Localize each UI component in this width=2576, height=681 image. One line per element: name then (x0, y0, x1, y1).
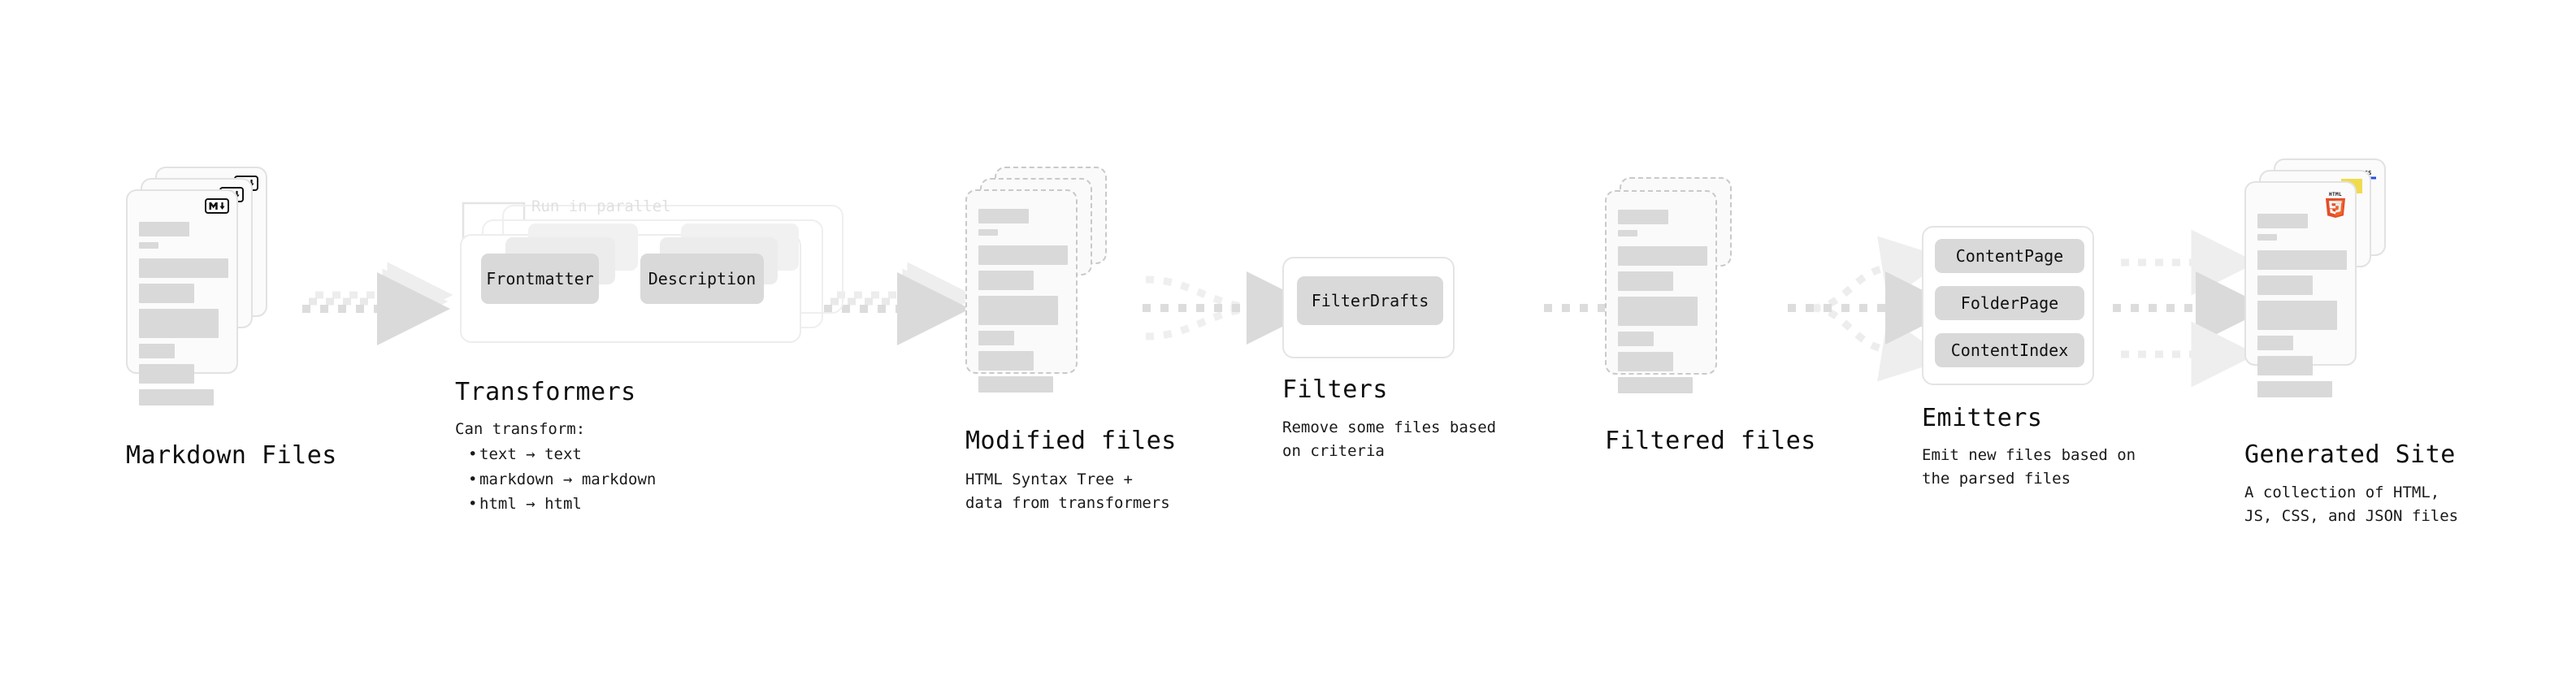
skeleton-bar (2257, 214, 2308, 228)
skeleton-bar (139, 344, 175, 358)
transform-type-list: text → text markdown → markdown html → h… (455, 442, 656, 516)
transform-type-item: text → text (468, 442, 656, 466)
file-skeleton-bars (139, 222, 228, 411)
skeleton-bar (139, 364, 194, 384)
skeleton-bar (1618, 246, 1707, 266)
html5-badge-icon: HTML (2323, 190, 2348, 218)
skeleton-bar (1618, 332, 1654, 346)
label-transformers: Transformers (455, 378, 636, 406)
skeleton-bar (139, 222, 189, 236)
filters-group: FilterDrafts (1282, 257, 1455, 358)
skeleton-bar (978, 209, 1029, 223)
skeleton-bar (1618, 297, 1698, 326)
caption-modified-files: HTML Syntax Tree + data from transformer… (965, 471, 1170, 513)
skeleton-bar (2257, 381, 2332, 397)
caption-emitters: Emit new files based on the parsed files (1922, 446, 2136, 488)
arrow-modified-to-filters (1143, 271, 1320, 345)
markdown-file-card (126, 189, 238, 406)
file-skeleton-bars (978, 209, 1068, 398)
file-skeleton-bars (1618, 210, 1707, 399)
emitters-group: ContentPage FolderPage ContentIndex (1922, 226, 2094, 385)
caption-transformers-lead: Can transform: (455, 420, 586, 438)
skeleton-bar (978, 351, 1034, 371)
skeleton-bar (2257, 356, 2313, 375)
arrow-filtered-to-emitters (1788, 236, 1958, 382)
skeleton-bar (2257, 301, 2337, 330)
transformer-chip-description[interactable]: Description (640, 254, 764, 304)
skeleton-bar (139, 309, 219, 338)
stage-markdown-files (126, 167, 288, 406)
skeleton-bar (1618, 377, 1693, 393)
skeleton-bar (139, 258, 228, 278)
skeleton-bar (978, 376, 1053, 393)
skeleton-bar (978, 229, 998, 236)
skeleton-bar (978, 245, 1068, 265)
skeleton-bar (978, 296, 1058, 325)
caption-filters: Remove some files based on criteria (1282, 419, 1497, 461)
transform-type-item: html → html (468, 492, 656, 516)
arrow-emitters-to-site (2113, 229, 2269, 388)
skeleton-bar (1618, 210, 1668, 224)
emitter-chip-folderpage[interactable]: FolderPage (1935, 286, 2084, 320)
markdown-badge-icon (205, 198, 229, 214)
transformer-chip-frontmatter[interactable]: Frontmatter (481, 254, 599, 304)
label-filtered-files: Filtered files (1605, 427, 1816, 455)
label-emitters: Emitters (1922, 404, 2043, 432)
skeleton-bar (1618, 271, 1673, 291)
skeleton-bar (139, 284, 194, 303)
skeleton-bar (2257, 275, 2313, 295)
label-filters: Filters (1282, 375, 1388, 404)
skeleton-bar (1618, 230, 1637, 236)
arrow-markdown-to-transformers (302, 262, 453, 345)
stage-transformers: Frontmatter Description Frontmatter Desc… (455, 195, 861, 374)
transform-type-item: markdown → markdown (468, 467, 656, 492)
modified-file-card (965, 189, 1078, 393)
skeleton-bar (139, 242, 158, 249)
label-markdown-files: Markdown Files (126, 441, 337, 470)
stage-modified-files (965, 167, 1136, 393)
caption-transformers: Can transform: text → text markdown → ma… (455, 417, 656, 517)
generated-file-card: HTML (2244, 181, 2357, 397)
filtered-file-card (1605, 190, 1717, 393)
emitter-chip-contentindex[interactable]: ContentIndex (1935, 333, 2084, 367)
emitter-chip-contentpage[interactable]: ContentPage (1935, 239, 2084, 273)
caption-generated-site: A collection of HTML, JS, CSS, and JSON … (2244, 484, 2459, 526)
skeleton-bar (2257, 234, 2277, 241)
skeleton-bar (978, 331, 1014, 345)
stage-filtered-files (1605, 177, 1776, 397)
stage-generated-site: CSS HTML (2244, 158, 2419, 397)
label-generated-site: Generated Site (2244, 440, 2456, 469)
svg-text:HTML: HTML (2329, 192, 2342, 197)
skeleton-bar (2257, 336, 2293, 350)
skeleton-bar (978, 271, 1034, 290)
label-run-in-parallel: Run in parallel (531, 197, 671, 215)
file-skeleton-bars (2257, 214, 2347, 403)
skeleton-bar (2257, 250, 2347, 270)
filter-chip-filterdrafts[interactable]: FilterDrafts (1297, 276, 1443, 325)
skeleton-bar (139, 389, 214, 406)
label-modified-files: Modified files (965, 427, 1177, 455)
skeleton-bar (1618, 352, 1673, 371)
